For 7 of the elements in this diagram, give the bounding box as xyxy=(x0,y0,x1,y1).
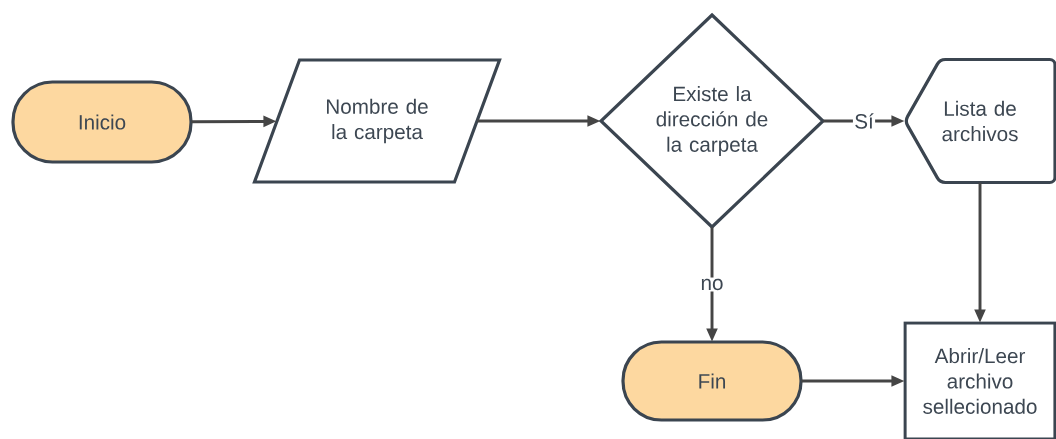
edge-label: Sí xyxy=(852,111,876,131)
process-box: Abrir/Leer archivo sellecionado xyxy=(903,321,1056,439)
terminal-box: Inicio xyxy=(11,80,193,164)
edge-label: no xyxy=(699,277,725,292)
input-parallelogram: Nombre de la carpeta xyxy=(252,58,502,184)
display-box: Lista de archivos xyxy=(904,57,1056,185)
terminal-box: Fin xyxy=(621,340,803,422)
